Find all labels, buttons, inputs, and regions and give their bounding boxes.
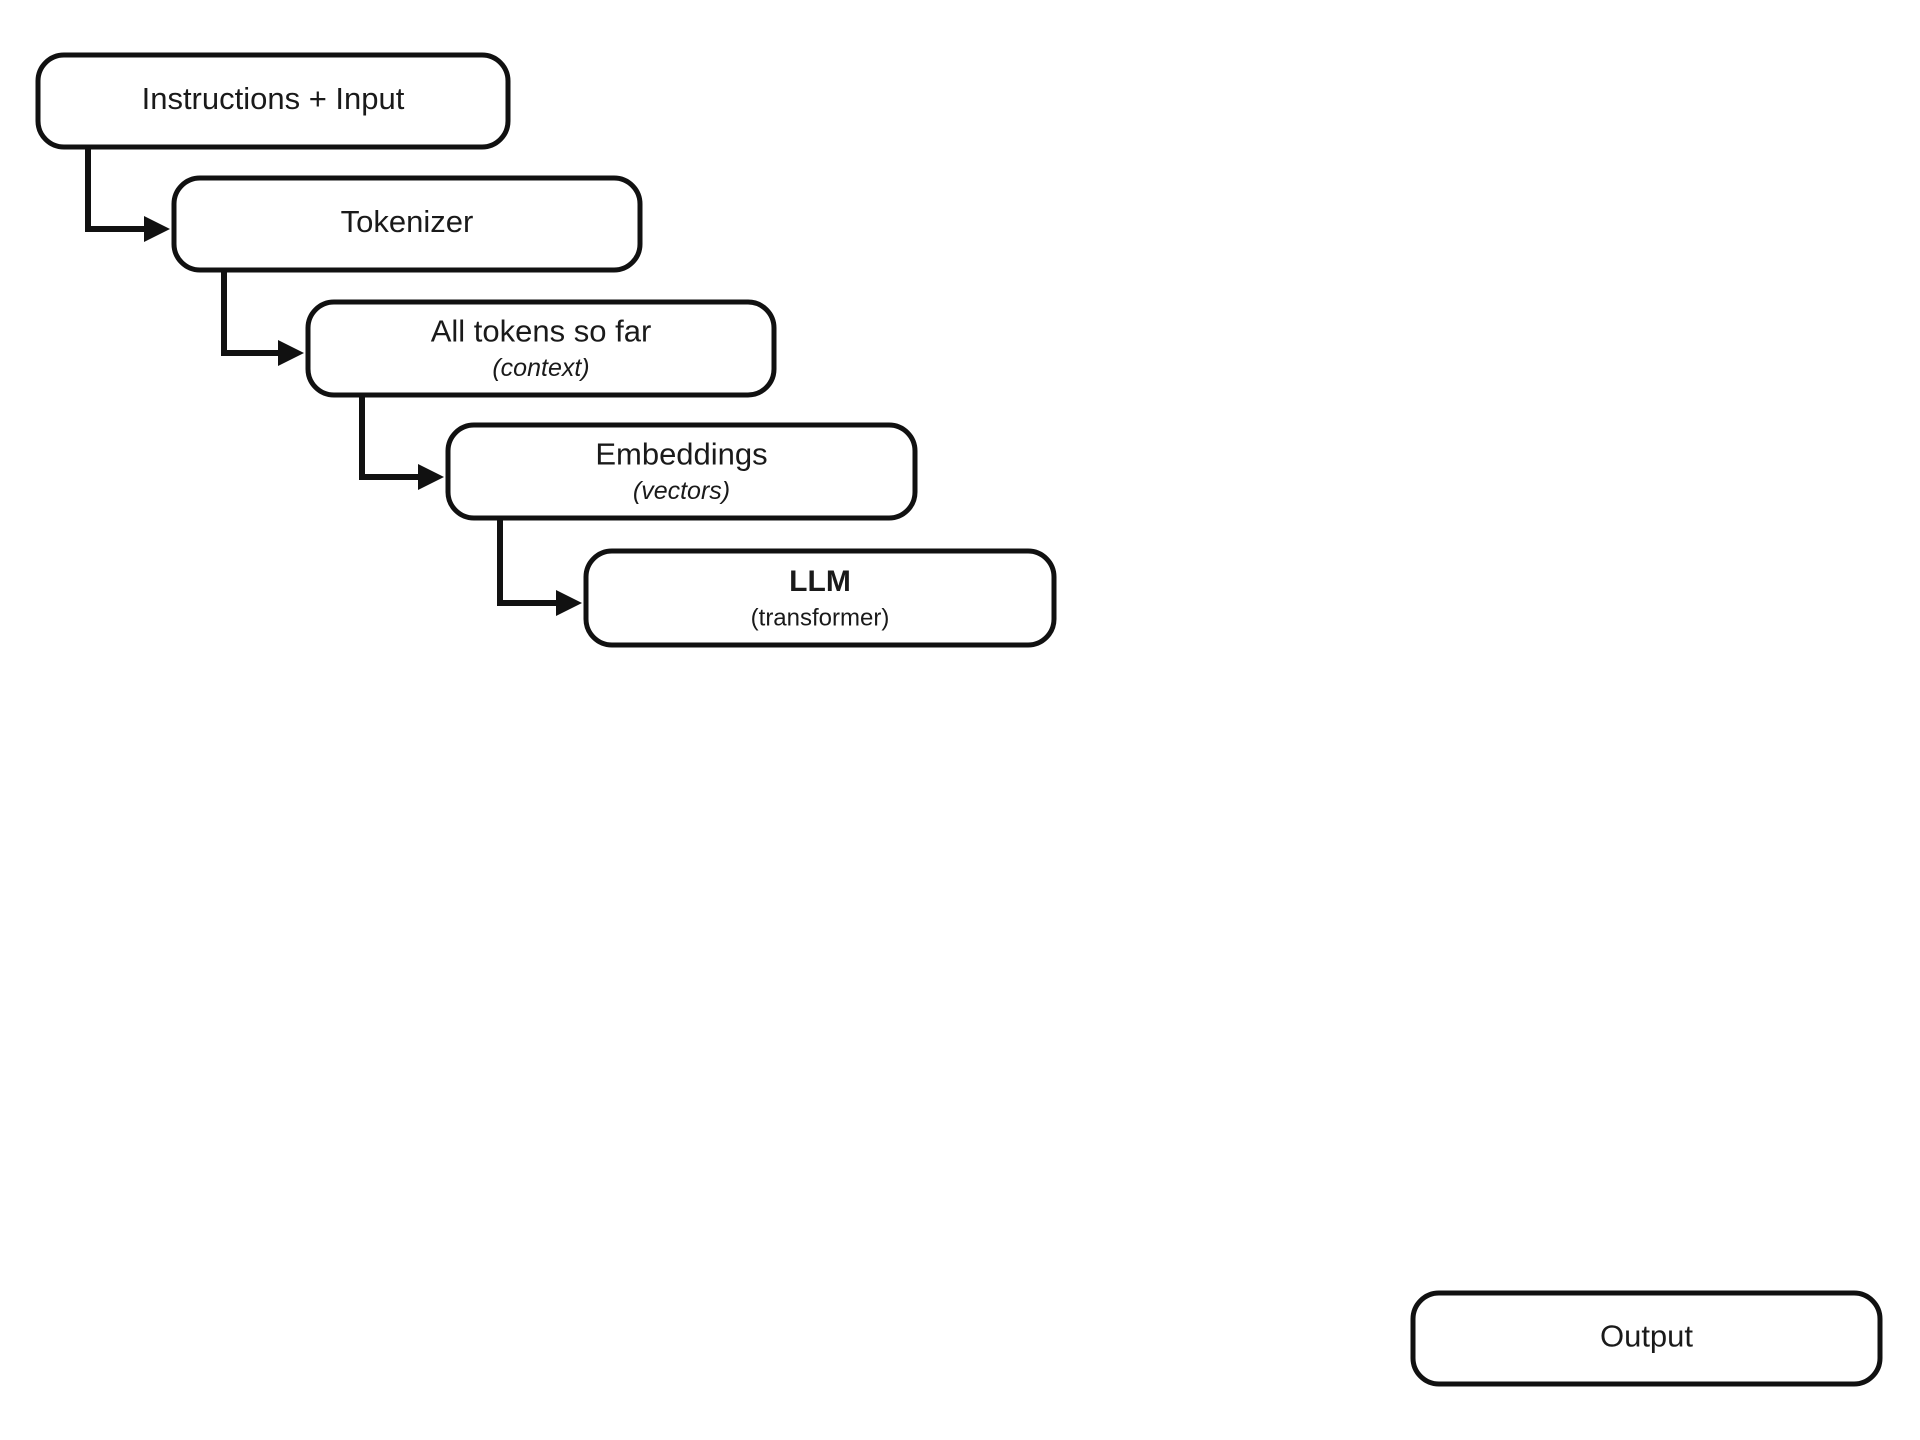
connector-layer: [85, 147, 582, 616]
connector-line: [85, 147, 146, 232]
node-subtitle-all-tokens-so-far: (context): [492, 354, 589, 382]
connector-tokenizer-to-all-tokens-so-far: [221, 270, 304, 366]
node-box-output[interactable]: [1410, 1290, 1883, 1387]
node-subtitle-embeddings: (vectors): [633, 477, 730, 505]
node-title-output: Output: [1600, 1319, 1693, 1354]
node-box-instructions-input[interactable]: [35, 52, 511, 150]
connector-line: [359, 395, 420, 480]
node-title-tokenizer: Tokenizer: [341, 204, 474, 239]
node-box-tokenizer[interactable]: [171, 175, 643, 273]
connector-line: [497, 518, 558, 606]
node-box-all-tokens-so-far[interactable]: [305, 299, 777, 398]
arrow-head-icon: [278, 340, 304, 366]
node-all-tokens-so-far[interactable]: All tokens so far (context): [305, 299, 777, 398]
connector-embeddings-to-llm: [497, 518, 582, 616]
node-title-instructions-input: Instructions + Input: [142, 81, 405, 116]
node-llm[interactable]: LLM (transformer): [583, 548, 1057, 648]
node-instructions-input[interactable]: Instructions + Input: [35, 52, 511, 150]
connector-line: [221, 270, 280, 356]
node-box-llm[interactable]: [583, 548, 1057, 648]
node-subtitle-llm: (transformer): [751, 604, 890, 631]
arrow-head-icon: [144, 216, 170, 242]
node-title-llm: LLM: [789, 565, 851, 598]
node-tokenizer[interactable]: Tokenizer: [171, 175, 643, 273]
node-output[interactable]: Output: [1410, 1290, 1883, 1387]
node-title-all-tokens-so-far: All tokens so far: [431, 314, 652, 349]
connector-instructions-input-to-tokenizer: [85, 147, 170, 242]
arrow-head-icon: [556, 590, 582, 616]
node-box-embeddings[interactable]: [445, 422, 918, 521]
arrow-head-icon: [418, 464, 444, 490]
node-embeddings[interactable]: Embeddings (vectors): [445, 422, 918, 521]
connector-all-tokens-so-far-to-embeddings: [359, 395, 444, 490]
node-title-embeddings: Embeddings: [595, 437, 767, 472]
